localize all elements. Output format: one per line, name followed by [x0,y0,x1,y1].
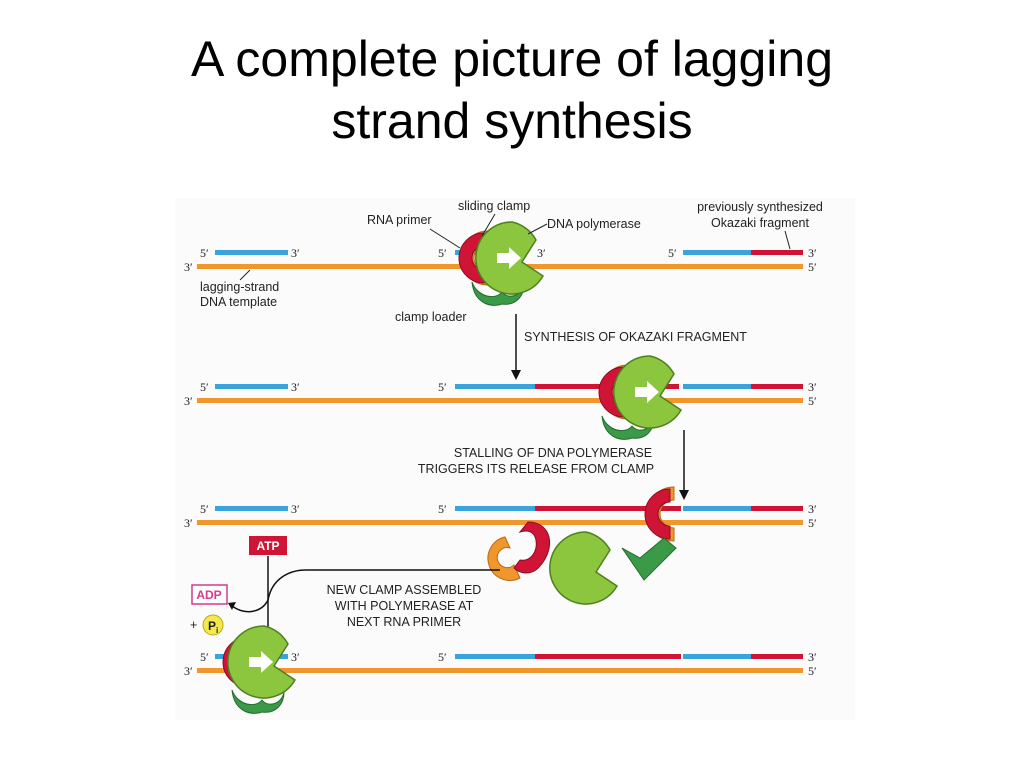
step-new-clamp-label-line-3: NEXT RNA PRIMER [347,615,461,629]
end-label: 5′ [808,516,817,530]
leader-line [527,223,548,235]
okazaki-primer-row-1a [215,250,288,255]
arrowhead-icon [228,602,236,610]
end-label: 5′ [808,260,817,274]
rna-primer-label: RNA primer [367,213,432,227]
slide-title: A complete picture of lagging strand syn… [0,28,1024,152]
end-label: 5′ [200,502,209,516]
leader-line [784,230,791,250]
template-strand-row-3 [197,520,803,525]
template-label-line-1: lagging-strand [200,280,279,294]
released-clamp-loader-shape [621,537,677,581]
end-label: 5′ [438,650,447,664]
title-line-2: strand synthesis [331,93,693,149]
phosphate-icon [202,614,224,636]
end-label: 5′ [200,380,209,394]
prev-fragment-dna-row-4 [751,654,803,659]
prev-fragment-primer-row-1 [683,250,751,255]
template-strand-row-4 [197,668,803,673]
phosphate-label: Pi [208,619,218,635]
okazaki-primer-row-2b [455,384,535,389]
leader-line [429,228,461,249]
prev-fragment-primer-row-3 [683,506,751,511]
row-1-initial: 3′ 5′ 3′ 5′ 3′ 5′ 3′ 5′ RNA primer slidi… [184,199,823,324]
step-new-clamp-label-line-2: WITH POLYMERASE AT [335,599,474,613]
okazaki-primer-row-3b [455,506,535,511]
adp-badge [191,584,228,605]
end-label: 5′ [200,246,209,260]
end-label: 5′ [200,650,209,664]
end-label: 3′ [184,260,193,274]
arrowhead-icon [511,370,521,380]
step-synthesis-label: SYNTHESIS OF OKAZAKI FRAGMENT [524,330,747,344]
dna-polymerase-label: DNA polymerase [547,217,641,231]
prev-fragment-dna-row-3 [751,506,803,511]
prev-okazaki-label-line-2: Okazaki fragment [711,216,809,230]
end-label: 3′ [808,650,817,664]
end-label: 5′ [438,502,447,516]
end-label: 5′ [808,394,817,408]
step-new-clamp-label-line-1: NEW CLAMP ASSEMBLED [327,583,482,597]
prev-fragment-primer-row-4 [683,654,751,659]
end-label: 3′ [808,502,817,516]
template-label-line-2: DNA template [200,295,277,309]
row-2-synthesis: 3′ 5′ 3′ 5′ 3′ 5′ [184,355,817,440]
okazaki-primer-row-3a [215,506,288,511]
end-label: 3′ [291,502,300,516]
atp-badge [249,536,287,555]
end-label: 3′ [808,380,817,394]
connector-line [267,569,307,601]
prev-fragment-dna-row-1 [751,250,803,255]
title-line-1: A complete picture of lagging [190,31,834,87]
end-label: 3′ [291,380,300,394]
new-dna-row-4 [535,654,681,659]
prev-okazaki-label-line-1: previously synthesized [697,200,823,214]
new-dna-row-3 [535,506,681,511]
adp-label: ADP [196,588,221,602]
leader-line [239,269,251,281]
end-label: 3′ [291,650,300,664]
end-label: 3′ [808,246,817,260]
new-clamp-shape [513,521,550,574]
plus-sign: + [190,618,197,632]
end-label: 5′ [668,246,677,260]
okazaki-primer-row-2a [215,384,288,389]
clamp-loader-label: clamp loader [395,310,467,324]
end-label: 3′ [291,246,300,260]
connector-line [231,599,269,613]
row-3-release: 3′ 5′ 3′ 5′ 3′ 5′ [184,486,817,605]
leader-line [481,213,496,237]
end-label: 3′ [537,246,546,260]
end-label: 5′ [808,664,817,678]
row-4-new-clamp: 3′ 5′ 3′ 5′ 3′ 5′ [184,625,817,714]
step-stalling-label-line-2: TRIGGERS ITS RELEASE FROM CLAMP [418,462,654,476]
okazaki-primer-row-4b [455,654,535,659]
end-label: 5′ [438,246,447,260]
prev-fragment-primer-row-2 [683,384,751,389]
template-strand-row-2 [197,398,803,403]
end-label: 3′ [184,664,193,678]
sliding-clamp-label: sliding clamp [458,199,530,213]
end-label: 3′ [184,394,193,408]
step-stalling-label-line-1: STALLING OF DNA POLYMERASE [454,446,652,460]
arrowhead-icon [679,490,689,500]
prev-fragment-dna-row-2 [751,384,803,389]
atp-label: ATP [256,539,279,553]
end-label: 5′ [438,380,447,394]
end-label: 3′ [184,516,193,530]
